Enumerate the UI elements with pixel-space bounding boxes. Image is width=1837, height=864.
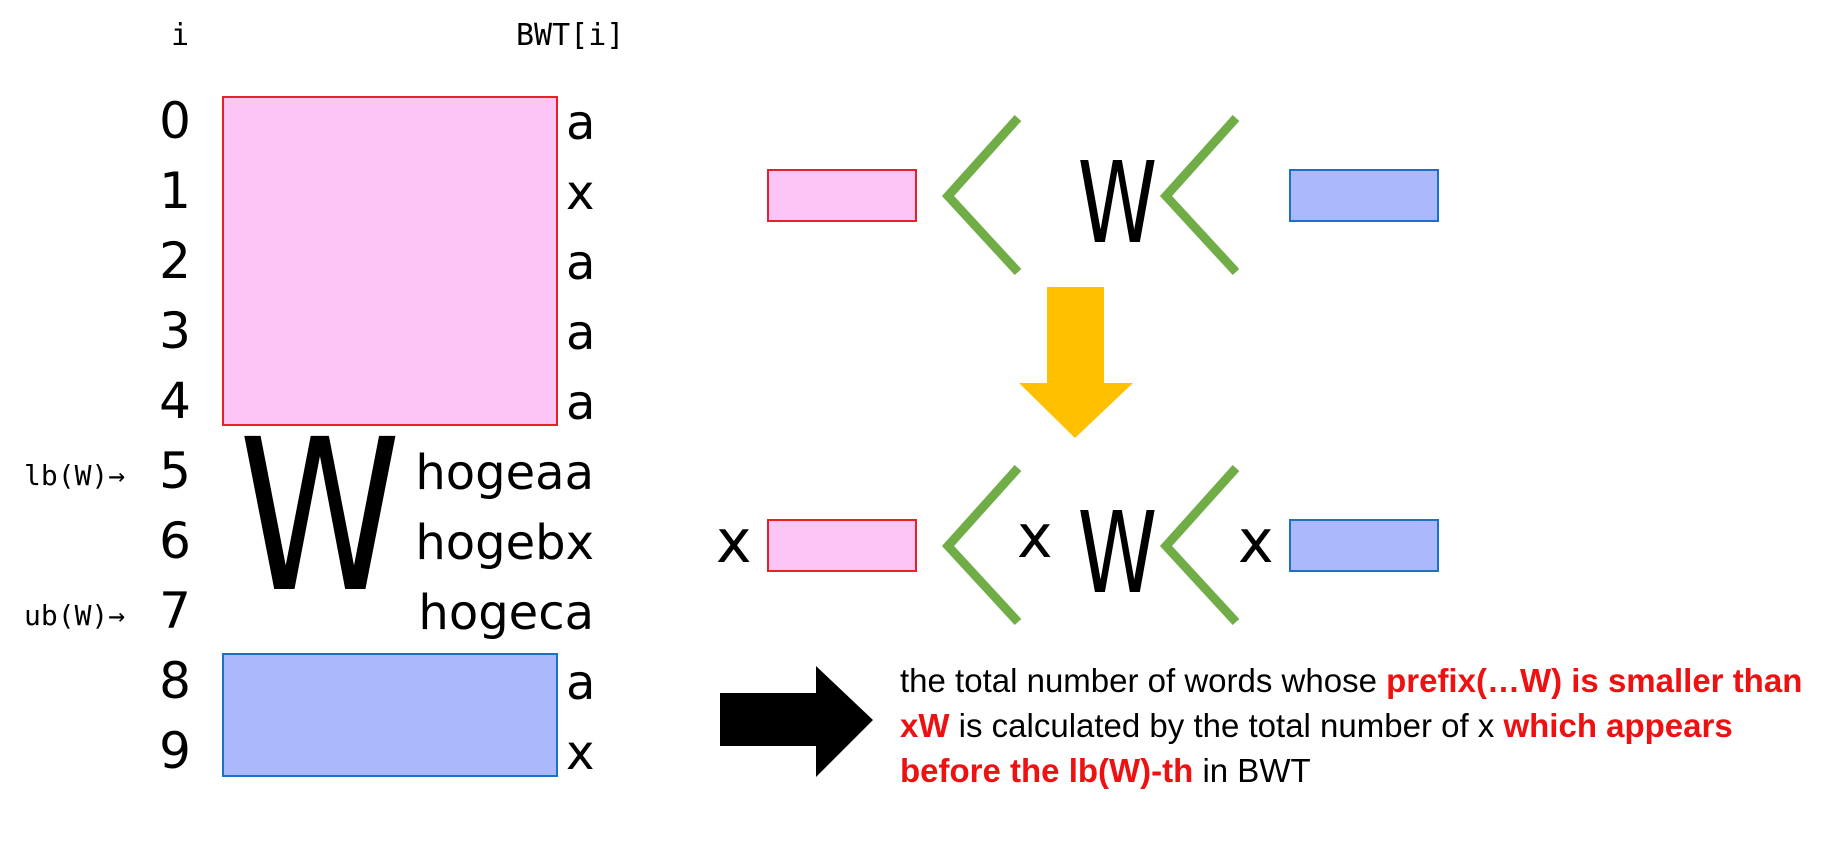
row-index-1: 1	[159, 162, 191, 220]
row-index-4: 4	[159, 372, 191, 430]
explanation-part-2: is calculated by the total number of x	[949, 707, 1504, 744]
bwt-char-9: x	[566, 725, 595, 781]
pink-range-box-extended	[767, 519, 917, 572]
lb-label: lb(W)→	[24, 459, 126, 492]
bwt-char-2: a	[566, 235, 596, 291]
big-w-label: W	[238, 394, 401, 639]
less-than-sign	[941, 114, 1022, 276]
bwt-char-4: a	[566, 375, 596, 431]
suffix-row-7: hogeca	[418, 585, 594, 641]
pink-rows-box	[222, 96, 558, 426]
ub-label: ub(W)→	[24, 599, 126, 632]
x-prefix-right: x	[1238, 507, 1274, 577]
x-prefix-left: x	[716, 507, 752, 577]
down-arrow-icon	[1019, 287, 1133, 438]
explanation-text: the total number of words whose prefix(……	[900, 658, 1820, 793]
bwt-char-0: a	[566, 95, 596, 151]
row-index-5: 5	[159, 442, 191, 500]
explanation-highlight-1: prefix(…W) is smaller than xW	[900, 662, 1803, 744]
row-index-6: 6	[159, 512, 191, 570]
explanation-highlight-2: which appears before the lb(W)-th	[900, 707, 1733, 789]
row-index-9: 9	[159, 722, 191, 780]
w-bottom: W	[1077, 489, 1158, 619]
row-index-0: 0	[159, 92, 191, 150]
index-header: i	[171, 18, 190, 53]
x-prefix-mid: x	[1017, 502, 1053, 572]
blue-rows-box	[222, 653, 558, 777]
row-index-7: 7	[159, 582, 191, 640]
right-arrow-icon	[720, 666, 873, 777]
pink-range-box	[767, 169, 917, 222]
less-than-sign	[1159, 464, 1240, 626]
row-index-2: 2	[159, 232, 191, 290]
bwt-header: BWT[i]	[516, 18, 625, 53]
suffix-row-5: hogeaa	[415, 445, 594, 501]
w-top: W	[1077, 139, 1158, 269]
suffix-row-6: hogebx	[415, 515, 594, 571]
less-than-sign	[1159, 114, 1240, 276]
explanation-part-3: in BWT	[1193, 752, 1311, 789]
bwt-char-1: x	[566, 165, 595, 221]
row-index-8: 8	[159, 652, 191, 710]
row-index-3: 3	[159, 302, 191, 360]
bwt-char-3: a	[566, 305, 596, 361]
explanation-part-1: the total number of words whose	[900, 662, 1387, 699]
less-than-sign	[941, 464, 1022, 626]
blue-range-box	[1289, 169, 1439, 222]
bwt-char-8: a	[566, 655, 596, 711]
blue-range-box-extended	[1289, 519, 1439, 572]
